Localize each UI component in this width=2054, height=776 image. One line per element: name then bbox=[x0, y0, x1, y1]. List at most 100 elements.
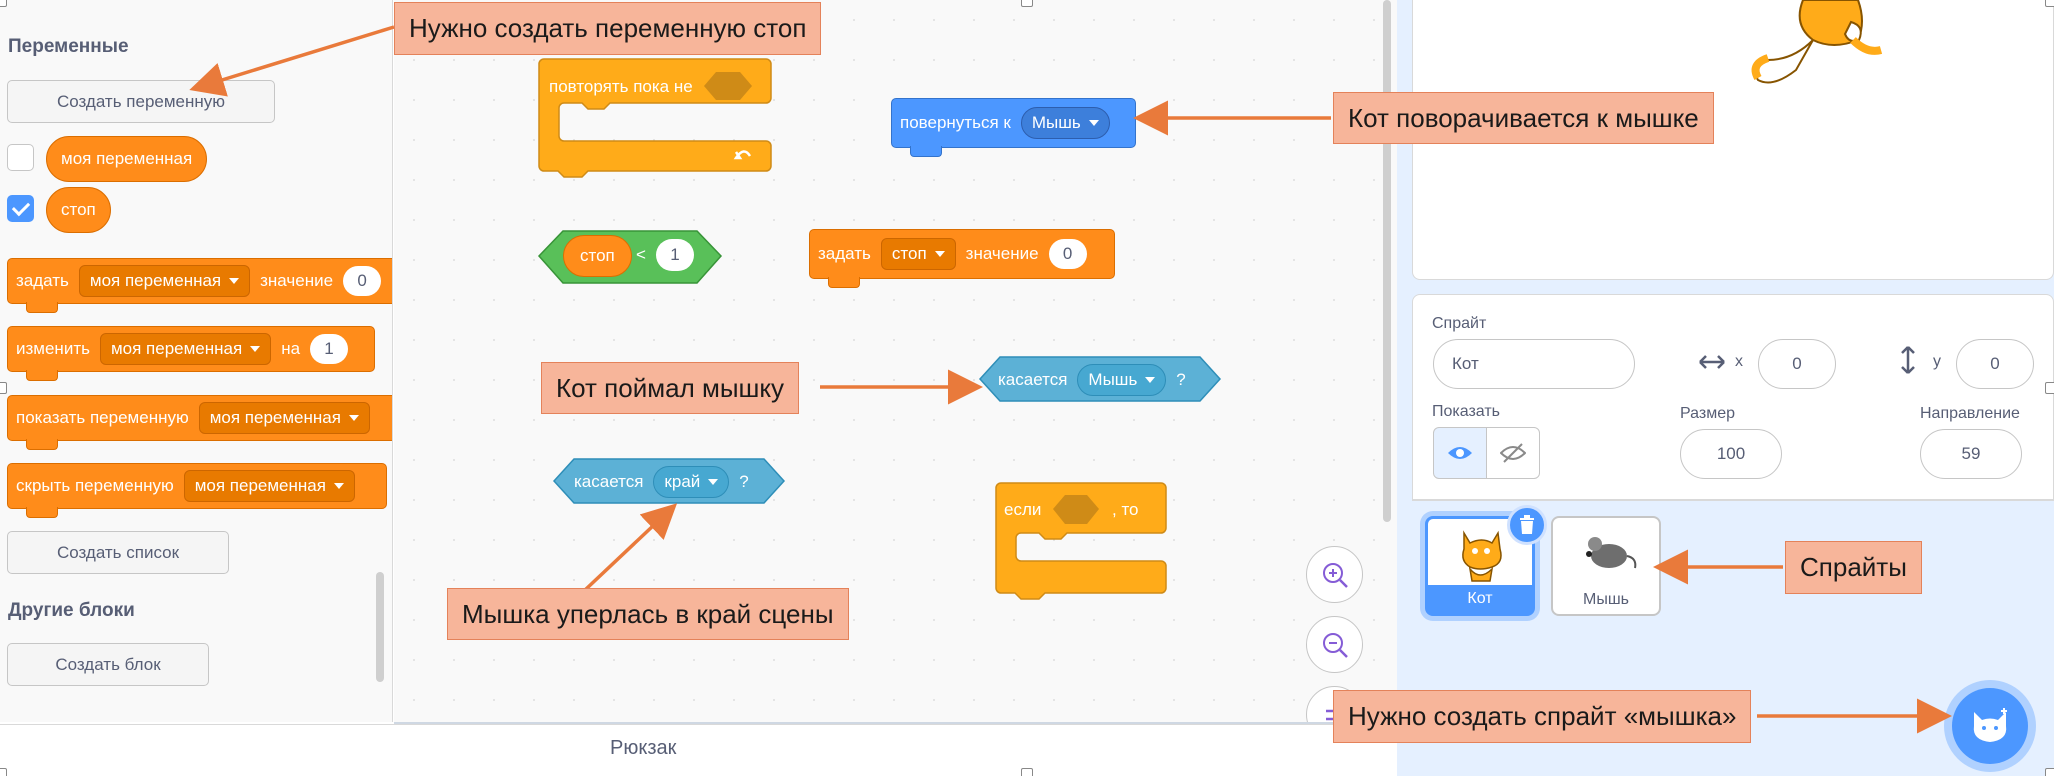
y-input[interactable]: 0 bbox=[1956, 339, 2034, 389]
annotation-create-stop: Нужно создать переменную стоп bbox=[394, 2, 822, 55]
hide-variable-dropdown[interactable]: моя переменная bbox=[183, 470, 355, 502]
chevron-down-icon bbox=[1088, 120, 1099, 126]
turn-to-target: Мышь bbox=[1031, 113, 1081, 132]
create-block-button[interactable]: Создать блок bbox=[7, 643, 209, 686]
show-label: Показать bbox=[1432, 403, 1501, 420]
repeat-until-block[interactable] bbox=[538, 58, 774, 182]
then-label: , то bbox=[1112, 500, 1139, 519]
hide-sprite-button[interactable] bbox=[1486, 427, 1540, 479]
script-area-divider bbox=[394, 722, 1397, 724]
if-label: если bbox=[1004, 500, 1042, 519]
compare-var-reporter[interactable]: стоп bbox=[563, 235, 632, 277]
sprite-label: Спрайт bbox=[1432, 315, 1487, 332]
resize-handle bbox=[0, 0, 7, 7]
set-verb: задать bbox=[16, 271, 69, 290]
show-verb: показать переменную bbox=[16, 408, 189, 427]
direction-input[interactable]: 59 bbox=[1920, 429, 2022, 479]
annotation-cat-turns: Кот поворачивается к мышке bbox=[1333, 92, 1714, 144]
variable-reporter-my-variable[interactable]: моя переменная bbox=[46, 136, 208, 182]
variable-reporter-stop[interactable]: стоп bbox=[46, 187, 111, 233]
annotation-sprites: Спрайты bbox=[1785, 541, 1922, 594]
chevron-down-icon bbox=[348, 415, 359, 421]
zoom-out-icon bbox=[1322, 632, 1348, 658]
cat-sprite-icon bbox=[1751, 0, 1883, 84]
show-variable-dropdown[interactable]: моя переменная bbox=[198, 402, 370, 434]
resize-handle bbox=[1021, 768, 1033, 776]
chevron-down-icon bbox=[708, 479, 719, 485]
x-input[interactable]: 0 bbox=[1758, 339, 1836, 389]
chevron-down-icon bbox=[934, 251, 945, 257]
backpack-label: Рюкзак bbox=[610, 737, 677, 759]
annotation-create-mouse: Нужно создать спрайт «мышка» bbox=[1333, 690, 1752, 743]
script-scrollbar[interactable] bbox=[1383, 0, 1391, 522]
sprite-tile-cat-name: Кот bbox=[1428, 585, 1532, 613]
set-var-name: моя переменная bbox=[89, 271, 222, 290]
sprite-name-input[interactable]: Кот bbox=[1433, 339, 1635, 389]
boolean-slot[interactable] bbox=[704, 72, 752, 100]
change-value-input[interactable]: 1 bbox=[310, 334, 349, 364]
backpack-bar[interactable]: Рюкзак bbox=[0, 724, 1397, 776]
compare-operator: < bbox=[636, 245, 646, 264]
if-then-block[interactable] bbox=[995, 482, 1169, 604]
resize-handle bbox=[0, 768, 7, 776]
touching-edge-target: край bbox=[664, 472, 701, 491]
other-blocks-heading: Другие блоки bbox=[8, 600, 135, 621]
resize-handle bbox=[2045, 382, 2054, 394]
chevron-down-icon bbox=[333, 483, 344, 489]
delete-sprite-button[interactable] bbox=[1507, 505, 1547, 545]
set-value-input[interactable]: 0 bbox=[343, 266, 382, 296]
trash-icon bbox=[1520, 515, 1534, 534]
touching-mouse-label: касается bbox=[998, 370, 1068, 389]
touching-mouse-dropdown[interactable]: Мышь bbox=[1077, 364, 1167, 396]
mouse-thumbnail-icon bbox=[1586, 537, 1637, 569]
turn-to-dropdown[interactable]: Мышь bbox=[1020, 107, 1110, 139]
create-variable-button[interactable]: Создать переменную bbox=[7, 80, 275, 123]
set-stop-block[interactable]: задать стоп значение 0 bbox=[809, 229, 1115, 288]
palette-scrollbar[interactable] bbox=[376, 572, 384, 682]
resize-handle bbox=[0, 382, 7, 394]
turn-to-block[interactable]: повернуться к Мышь bbox=[891, 98, 1136, 157]
variable-checkbox-stop[interactable] bbox=[7, 195, 34, 222]
set-stop-verb: задать bbox=[818, 244, 871, 263]
change-by-label: на bbox=[281, 339, 301, 358]
variable-checkbox-my-variable[interactable] bbox=[7, 144, 34, 171]
show-sprite-button[interactable] bbox=[1433, 427, 1487, 479]
hide-var-name: моя переменная bbox=[194, 476, 326, 495]
touching-mouse-content: касается Мышь ? bbox=[998, 364, 1186, 396]
show-var-name: моя переменная bbox=[209, 408, 341, 427]
set-variable-block[interactable]: задать моя переменная значение 0 bbox=[7, 258, 392, 313]
change-verb: изменить bbox=[16, 339, 90, 358]
touching-mouse-q: ? bbox=[1176, 370, 1186, 389]
set-stop-var: стоп bbox=[891, 244, 927, 263]
size-input[interactable]: 100 bbox=[1680, 429, 1782, 479]
set-stop-dropdown[interactable]: стоп bbox=[880, 238, 956, 270]
touching-edge-dropdown[interactable]: край bbox=[653, 466, 730, 498]
chevron-down-icon bbox=[250, 346, 261, 352]
zoom-out-button[interactable] bbox=[1306, 616, 1363, 673]
set-stop-value[interactable]: 0 bbox=[1048, 239, 1087, 269]
change-variable-block[interactable]: изменить моя переменная на 1 bbox=[7, 326, 375, 381]
direction-label: Направление bbox=[1920, 405, 2020, 422]
x-label: x bbox=[1735, 353, 1743, 370]
resize-handle bbox=[2045, 768, 2054, 776]
show-variable-block[interactable]: показать переменную моя переменная bbox=[7, 395, 392, 450]
compare-value-input[interactable]: 1 bbox=[656, 239, 694, 271]
zoom-in-button[interactable] bbox=[1306, 546, 1363, 603]
if-condition-slot[interactable] bbox=[1053, 495, 1099, 524]
chevron-down-icon bbox=[229, 278, 240, 284]
create-list-button[interactable]: Создать список bbox=[7, 531, 229, 574]
add-sprite-button[interactable] bbox=[1952, 688, 2028, 764]
sprite-tile-cat[interactable]: Кот bbox=[1425, 516, 1535, 616]
resize-handle bbox=[1021, 0, 1033, 7]
hide-variable-block[interactable]: скрыть переменную моя переменная bbox=[7, 463, 387, 518]
touching-edge-content: касается край ? bbox=[574, 466, 749, 498]
change-variable-dropdown[interactable]: моя переменная bbox=[99, 333, 272, 365]
cat-add-icon bbox=[1973, 708, 2007, 742]
set-variable-dropdown[interactable]: моя переменная bbox=[78, 265, 251, 297]
eye-off-icon bbox=[1500, 443, 1526, 463]
sprite-tile-mouse[interactable]: Мышь bbox=[1551, 516, 1661, 616]
y-label: y bbox=[1933, 353, 1941, 370]
hide-verb: скрыть переменную bbox=[16, 476, 174, 495]
chevron-down-icon bbox=[1145, 377, 1156, 383]
touching-edge-label: касается bbox=[574, 472, 644, 491]
